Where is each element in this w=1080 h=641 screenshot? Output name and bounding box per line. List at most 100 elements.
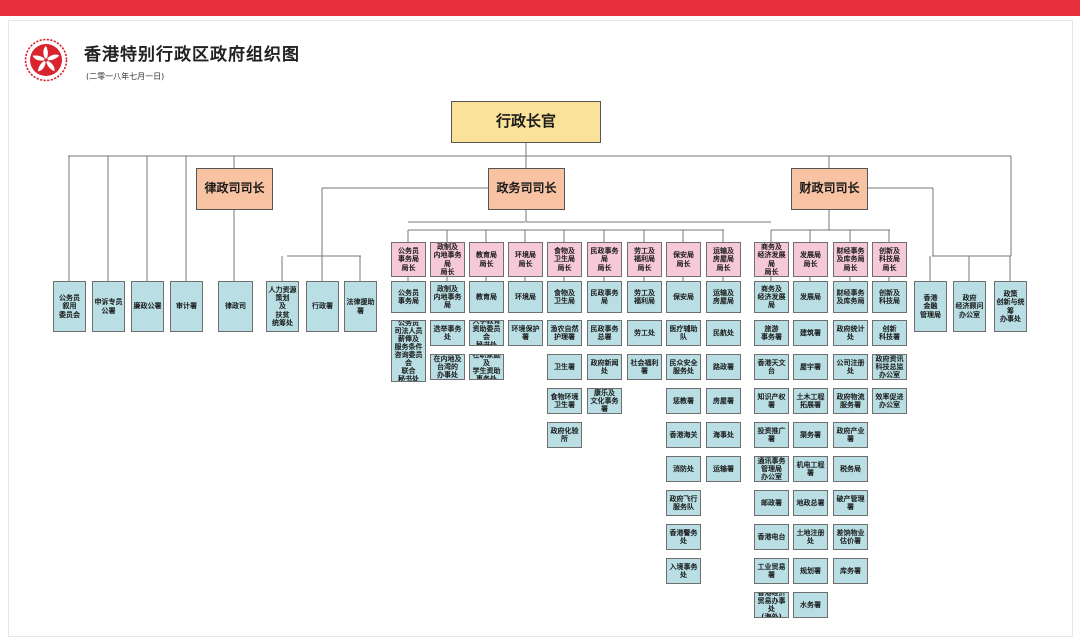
bureau-10-dept-8[interactable]: 规划署 [793, 558, 828, 584]
bureau-5-dept-2[interactable]: 政府新闻处 [587, 354, 622, 380]
bureau-head-10[interactable]: 发展局 局长 [793, 242, 828, 277]
bureau-7-dept-3[interactable]: 惩教署 [666, 388, 701, 414]
bureau-head-2[interactable]: 教育局 局长 [469, 242, 504, 277]
bureau-10-dept-4[interactable]: 渠务署 [793, 422, 828, 448]
bureau-11-dept-6[interactable]: 破产管理署 [833, 490, 868, 516]
secretary-for-justice-box[interactable]: 律政司司长 [196, 168, 273, 210]
bureau-head-7[interactable]: 保安局 局长 [666, 242, 701, 277]
bureau-1-dept-1[interactable]: 选举事务处 [430, 320, 465, 346]
ce-direct-agency-1[interactable]: 申诉专员 公署 [92, 281, 125, 332]
bureau-head-3[interactable]: 环境局 局长 [508, 242, 543, 277]
bureau-8-dept-3[interactable]: 房屋署 [706, 388, 741, 414]
bureau-9-dept-5[interactable]: 通讯事务 管理局 办公室 [754, 456, 789, 482]
bureau-5-dept-0[interactable]: 民政事务局 [587, 281, 622, 313]
bureau-4-dept-2[interactable]: 卫生署 [547, 354, 582, 380]
bureau-10-dept-2[interactable]: 屋宇署 [793, 354, 828, 380]
bureau-9-dept-0[interactable]: 商务及 经济发展局 [754, 281, 789, 313]
bureau-0-dept-0[interactable]: 公务员 事务局 [391, 281, 426, 313]
bureau-1-dept-2[interactable]: 在内地及 台湾的 办事处 [430, 354, 465, 380]
fs-office-unit-0[interactable]: 香港 金融 管理局 [914, 281, 947, 332]
bureau-12-dept-0[interactable]: 创新及 科技局 [872, 281, 907, 313]
bureau-6-dept-0[interactable]: 劳工及 福利局 [627, 281, 662, 313]
bureau-2-dept-0[interactable]: 教育局 [469, 281, 504, 313]
bureau-head-5[interactable]: 民政事务局 局长 [587, 242, 622, 277]
bureau-11-dept-0[interactable]: 财经事务 及库务局 [833, 281, 868, 313]
bureau-11-dept-2[interactable]: 公司注册处 [833, 354, 868, 380]
bureau-8-dept-1[interactable]: 民航处 [706, 320, 741, 346]
bureau-11-dept-3[interactable]: 政府物流 服务署 [833, 388, 868, 414]
bureau-4-dept-3[interactable]: 食物环境 卫生署 [547, 388, 582, 414]
bureau-7-dept-6[interactable]: 政府飞行 服务队 [666, 490, 701, 516]
bureau-9-dept-3[interactable]: 知识产权署 [754, 388, 789, 414]
bureau-8-dept-4[interactable]: 海事处 [706, 422, 741, 448]
bureau-head-12[interactable]: 创新及 科技局 局长 [872, 242, 907, 277]
bureau-10-dept-1[interactable]: 建筑署 [793, 320, 828, 346]
bureau-12-dept-2[interactable]: 政府资讯 科技总监 办公室 [872, 354, 907, 380]
bureau-7-dept-5[interactable]: 消防处 [666, 456, 701, 482]
bureau-6-dept-1[interactable]: 劳工处 [627, 320, 662, 346]
bureau-4-dept-4[interactable]: 政府化验所 [547, 422, 582, 448]
bureau-head-1[interactable]: 政制及 内地事务局 局长 [430, 242, 465, 277]
bureau-9-dept-1[interactable]: 旅游 事务署 [754, 320, 789, 346]
bureau-4-dept-1[interactable]: 渔农自然 护理署 [547, 320, 582, 346]
fs-office-unit-1[interactable]: 政府 经济顾问 办公室 [953, 281, 986, 332]
bureau-9-dept-7[interactable]: 香港电台 [754, 524, 789, 550]
cs-office-unit-2[interactable]: 法律援助署 [344, 281, 377, 332]
chief-executive-box[interactable]: 行政长官 [451, 101, 601, 143]
bureau-11-dept-1[interactable]: 政府统计处 [833, 320, 868, 346]
bureau-11-dept-4[interactable]: 政府产业署 [833, 422, 868, 448]
bureau-10-dept-3[interactable]: 土木工程 拓展署 [793, 388, 828, 414]
cs-office-unit-1[interactable]: 行政署 [306, 281, 339, 332]
bureau-12-dept-3-label: 效率促进 办公室 [875, 392, 904, 409]
bureau-head-4[interactable]: 食物及 卫生局 局长 [547, 242, 582, 277]
bureau-0-dept-1[interactable]: 公务员 司法人员 薪俸及 服务条件 咨询委员会 联合 秘书处 [391, 320, 426, 382]
bureau-head-8[interactable]: 运输及 房屋局 局长 [706, 242, 741, 277]
ce-direct-agency-3[interactable]: 审计署 [170, 281, 203, 332]
bureau-9-dept-8[interactable]: 工业贸易署 [754, 558, 789, 584]
bureau-head-11[interactable]: 财经事务 及库务局 局长 [833, 242, 868, 277]
ce-direct-agency-2[interactable]: 廉政公署 [131, 281, 164, 332]
bureau-4-dept-0[interactable]: 食物及 卫生局 [547, 281, 582, 313]
bureau-head-0[interactable]: 公务员 事务局 局长 [391, 242, 426, 277]
bureau-9-dept-3-label: 知识产权署 [757, 392, 786, 409]
bureau-9-dept-4[interactable]: 投资推广署 [754, 422, 789, 448]
bureau-6-dept-2[interactable]: 社会福利署 [627, 354, 662, 380]
bureau-5-dept-3[interactable]: 康乐及 文化事务署 [587, 388, 622, 414]
bureau-7-dept-4[interactable]: 香港海关 [666, 422, 701, 448]
bureau-11-dept-8[interactable]: 库务署 [833, 558, 868, 584]
bureau-9-dept-6[interactable]: 邮政署 [754, 490, 789, 516]
bureau-head-6[interactable]: 劳工及 福利局 局长 [627, 242, 662, 277]
bureau-1-dept-0[interactable]: 政制及 内地事务局 [430, 281, 465, 313]
bureau-10-dept-6[interactable]: 地政总署 [793, 490, 828, 516]
cs-office-unit-0[interactable]: 人力资源 策划 及 扶贫 统筹处 [266, 281, 299, 332]
bureau-3-dept-1[interactable]: 环境保护署 [508, 320, 543, 346]
fs-office-unit-2[interactable]: 政策 创新与统筹 办事处 [994, 281, 1027, 332]
bureau-5-dept-1[interactable]: 民政事务 总署 [587, 320, 622, 346]
bureau-7-dept-8[interactable]: 入境事务处 [666, 558, 701, 584]
bureau-9-dept-2[interactable]: 香港天文台 [754, 354, 789, 380]
bureau-10-dept-5[interactable]: 机电工程署 [793, 456, 828, 482]
bureau-7-dept-2[interactable]: 民众安全 服务处 [666, 354, 701, 380]
bureau-9-dept-9[interactable]: 香港经济 贸易办事处 (海外) [754, 592, 789, 618]
bureau-2-dept-1[interactable]: 大学教育 资助委员会 秘书处 [469, 320, 504, 346]
bureau-12-dept-1[interactable]: 创新 科技署 [872, 320, 907, 346]
chief-secretary-box[interactable]: 政务司司长 [488, 168, 565, 210]
bureau-8-dept-5[interactable]: 运输署 [706, 456, 741, 482]
ce-direct-agency-0[interactable]: 公务员 叙用 委员会 [53, 281, 86, 332]
bureau-10-dept-9[interactable]: 水务署 [793, 592, 828, 618]
bureau-10-dept-7[interactable]: 土地注册处 [793, 524, 828, 550]
bureau-11-dept-5[interactable]: 税务局 [833, 456, 868, 482]
bureau-7-dept-0[interactable]: 保安局 [666, 281, 701, 313]
department-of-justice-box[interactable]: 律政司 [218, 281, 253, 332]
bureau-8-dept-0[interactable]: 运输及 房屋局 [706, 281, 741, 313]
bureau-3-dept-0[interactable]: 环境局 [508, 281, 543, 313]
bureau-2-dept-2[interactable]: 在职家庭及 学生资助 事务处 [469, 354, 504, 380]
bureau-8-dept-2[interactable]: 路政署 [706, 354, 741, 380]
bureau-10-dept-0[interactable]: 发展局 [793, 281, 828, 313]
financial-secretary-box[interactable]: 财政司司长 [791, 168, 868, 210]
bureau-12-dept-3[interactable]: 效率促进 办公室 [872, 388, 907, 414]
bureau-11-dept-7[interactable]: 差饷物业 估价署 [833, 524, 868, 550]
bureau-7-dept-1[interactable]: 医疗辅助队 [666, 320, 701, 346]
bureau-7-dept-7[interactable]: 香港警务处 [666, 524, 701, 550]
bureau-head-9[interactable]: 商务及 经济发展局 局长 [754, 242, 789, 277]
